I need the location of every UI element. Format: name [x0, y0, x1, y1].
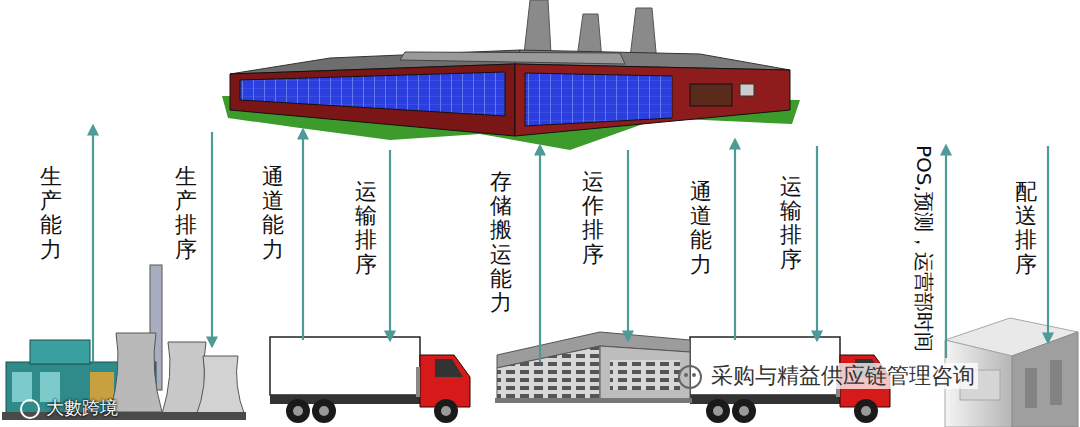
watermark-text: 大數跨境 — [46, 397, 118, 419]
watermark-icon — [21, 366, 701, 418]
flow-label: 运输排序 — [355, 180, 377, 277]
up-arrow — [302, 130, 304, 340]
watermark-text: 采购与精益供应链管理咨询 — [708, 363, 978, 389]
flow-label: 生产能力 — [40, 165, 62, 262]
flow-label: 通道能力 — [690, 180, 712, 277]
watermark-icon — [21, 400, 39, 418]
flow-label: 运作排序 — [582, 170, 604, 267]
down-arrow — [1047, 146, 1049, 342]
power-plant — [12, 372, 32, 402]
store-building — [1050, 360, 1062, 405]
up-arrow — [945, 146, 947, 358]
flow-label: 运输排序 — [780, 175, 802, 272]
power-plant — [2, 265, 246, 420]
down-arrow — [211, 132, 213, 346]
warehouse — [497, 346, 600, 400]
down-arrow — [816, 146, 818, 340]
down-arrow — [389, 150, 391, 340]
watermark-icon — [692, 373, 696, 377]
factory — [740, 84, 754, 96]
warehouse — [610, 360, 680, 390]
factory — [222, 0, 800, 150]
flow-label: 配送排序 — [1015, 180, 1037, 277]
up-arrow — [539, 146, 541, 362]
power-plant — [196, 356, 245, 416]
factory — [525, 73, 672, 126]
warehouse — [600, 346, 690, 400]
flow-label: 生产排序 — [175, 165, 197, 262]
store-building — [1025, 368, 1037, 408]
up-arrow — [92, 126, 94, 362]
factory — [230, 64, 515, 136]
factory — [515, 64, 790, 136]
watermark-icon — [679, 366, 701, 388]
flow-label: POS,预测，运营部时间 — [912, 145, 936, 352]
store-building — [1012, 332, 1078, 427]
factory — [690, 84, 732, 106]
down-arrow — [627, 150, 629, 340]
power-plant — [30, 340, 90, 364]
flow-label: 通道能力 — [262, 165, 284, 262]
factory — [400, 52, 625, 64]
factory — [240, 72, 505, 116]
warehouse — [495, 332, 692, 403]
warehouse — [495, 398, 692, 403]
up-arrow — [734, 140, 736, 340]
flow-label: 存储搬运能力 — [490, 170, 512, 315]
flow-arrows — [93, 126, 1048, 362]
watermark-icon — [684, 373, 688, 377]
truck — [270, 337, 470, 423]
